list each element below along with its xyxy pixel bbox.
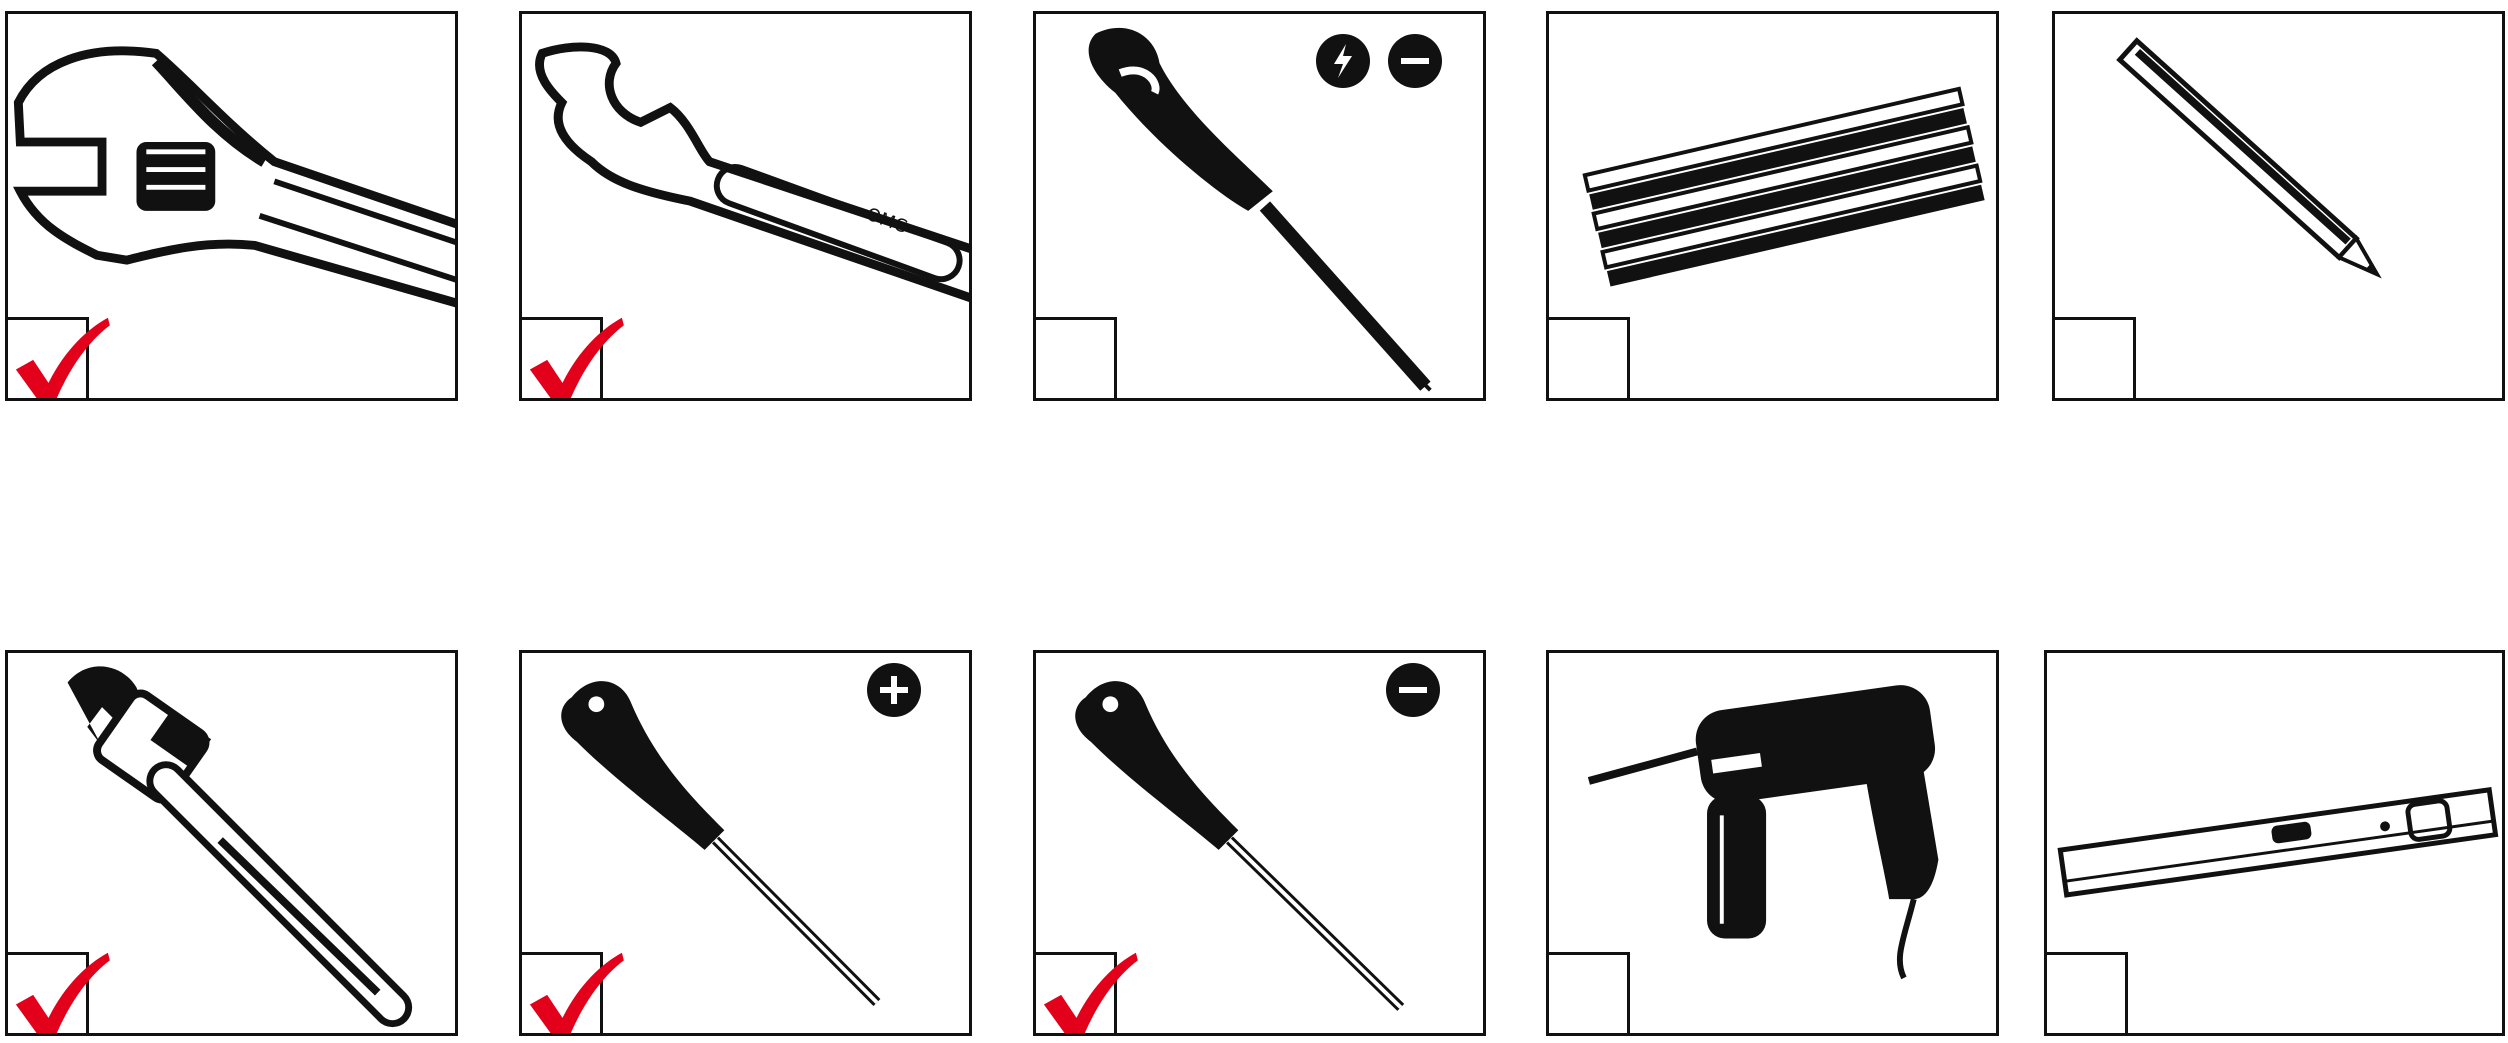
checkbox[interactable] <box>2055 317 2136 398</box>
tool-card-power-drill[interactable] <box>1546 650 1999 1036</box>
pencil-icon <box>2116 37 2382 279</box>
tool-card-folding-ruler[interactable] <box>1546 11 1999 401</box>
tool-card-phillips-screwdriver[interactable] <box>519 650 972 1036</box>
adjustable-wrench-icon <box>13 46 455 308</box>
folding-ruler-icon <box>1582 86 1985 287</box>
open-end-wrench-icon: OMC <box>535 42 969 303</box>
plus-badge <box>867 663 921 717</box>
checkmark-icon <box>1043 952 1138 1033</box>
minus-badge <box>1386 663 1440 717</box>
checkmark-icon <box>15 317 110 398</box>
tool-card-spirit-level[interactable] <box>2044 650 2505 1036</box>
tool-card-pencil[interactable] <box>2052 11 2505 401</box>
minus-badge <box>1388 34 1442 88</box>
tool-card-pipe-wrench[interactable] <box>5 650 458 1036</box>
checkmark-icon <box>15 952 110 1033</box>
checkbox[interactable] <box>522 317 624 398</box>
checkbox[interactable] <box>1549 317 1630 398</box>
minus-icon <box>1401 58 1429 64</box>
pipe-wrench-icon <box>67 666 413 1028</box>
power-drill-icon <box>1587 685 1939 980</box>
tool-card-adjustable-wrench[interactable] <box>5 11 458 401</box>
lightning-badge <box>1316 34 1370 88</box>
tool-card-voltage-tester-screwdriver[interactable] <box>1033 11 1486 401</box>
checkbox[interactable] <box>522 952 624 1033</box>
phillips-screwdriver-icon <box>561 681 881 1006</box>
spirit-level-icon <box>2057 787 2499 898</box>
tool-card-open-end-wrench[interactable]: OMC <box>519 11 972 401</box>
plus-icon <box>880 676 908 704</box>
checkbox[interactable] <box>2047 952 2128 1033</box>
tool-card-flathead-screwdriver[interactable] <box>1033 650 1486 1036</box>
voltage-tester-screwdriver-icon <box>1088 27 1432 392</box>
minus-icon <box>1399 687 1427 693</box>
checkbox[interactable] <box>1036 317 1117 398</box>
checkmark-icon <box>529 952 624 1033</box>
checkbox[interactable] <box>1549 952 1630 1033</box>
checkmark-icon <box>529 317 624 398</box>
checkbox[interactable] <box>8 952 110 1033</box>
checkbox[interactable] <box>1036 952 1138 1033</box>
checkbox[interactable] <box>8 317 110 398</box>
flathead-screwdriver-icon <box>1075 681 1405 1011</box>
lightning-icon <box>1334 44 1352 78</box>
